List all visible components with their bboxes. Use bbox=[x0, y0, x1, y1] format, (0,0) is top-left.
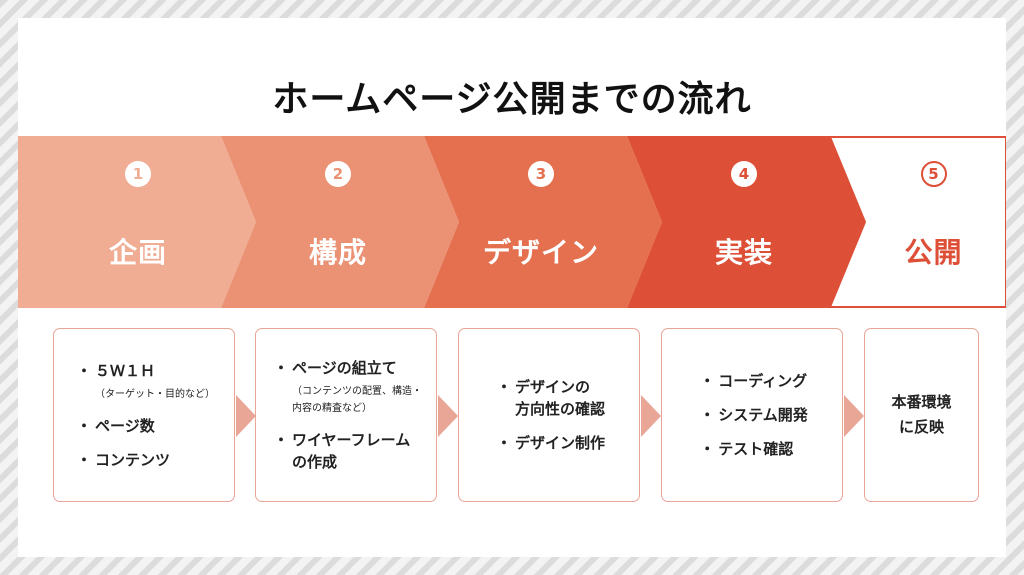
step-4-arrow bbox=[627, 136, 865, 308]
list-item: ・コーディング bbox=[699, 372, 808, 390]
detail-box-plan: ・５Ｗ１Ｈ（ターゲット・目的など） ・ページ数 ・コンテンツ bbox=[53, 328, 235, 502]
page-title: ホームページ公開までの流れ bbox=[272, 79, 752, 120]
step-5-frame bbox=[828, 136, 1006, 308]
list-item: ・ワイヤーフレーム の作成 bbox=[273, 431, 411, 471]
detail-box-design: ・デザインの 方向性の確認 ・デザイン制作 bbox=[458, 328, 640, 502]
list-item: ・ページ数 bbox=[76, 416, 155, 435]
flow-card: ホームページ公開までの流れ 1 企画 2 構成 3 デザイン 4 実装 5 公開… bbox=[18, 18, 1006, 557]
step-5-label: 公開 bbox=[904, 236, 963, 269]
list-item: ・テスト確認 bbox=[699, 440, 794, 458]
list-item: ・５Ｗ１Ｈ（ターゲット・目的など） bbox=[76, 361, 215, 400]
step-3: 3 デザイン bbox=[441, 136, 641, 308]
connector-arrow-2 bbox=[438, 395, 458, 437]
step-2-number: 2 bbox=[325, 161, 351, 187]
publish-text: 本番環境 に反映 bbox=[891, 393, 952, 436]
step-3-number: 3 bbox=[528, 161, 554, 187]
list-item: ・デザイン制作 bbox=[496, 434, 605, 452]
step-2: 2 構成 bbox=[238, 136, 438, 308]
list-item: ・コンテンツ bbox=[76, 450, 171, 469]
connector-arrow-1 bbox=[236, 395, 256, 437]
step-2-label: 構成 bbox=[308, 236, 367, 269]
list-item: ・デザインの 方向性の確認 bbox=[496, 378, 605, 418]
step-1-arrow bbox=[18, 136, 256, 308]
step-1-label: 企画 bbox=[108, 236, 167, 269]
step-4-label: 実装 bbox=[714, 236, 773, 269]
list-item: ・システム開発 bbox=[699, 406, 808, 424]
step-4: 4 実装 bbox=[644, 136, 844, 308]
steps-band bbox=[18, 136, 1006, 308]
list-item: ・ページの組立て（コンテンツの配置、構造・ 内容の精査など） bbox=[273, 359, 422, 414]
step-2-arrow bbox=[221, 136, 459, 308]
detail-box-implementation: ・コーディング ・システム開発 ・テスト確認 bbox=[661, 328, 843, 502]
detail-box-structure: ・ページの組立て（コンテンツの配置、構造・ 内容の精査など） ・ワイヤーフレーム… bbox=[255, 328, 437, 502]
step-3-arrow bbox=[424, 136, 662, 308]
step-1-number: 1 bbox=[125, 161, 151, 187]
detail-box-publish: 本番環境 に反映 bbox=[864, 328, 979, 502]
step-5-number: 5 bbox=[920, 161, 947, 187]
step-5: 5 公開 bbox=[846, 136, 1021, 308]
step-1: 1 企画 bbox=[38, 136, 238, 308]
step-3-label: デザイン bbox=[482, 236, 599, 269]
step-4-number: 4 bbox=[731, 161, 757, 187]
connector-arrow-4 bbox=[844, 395, 864, 437]
connector-arrow-3 bbox=[641, 395, 661, 437]
